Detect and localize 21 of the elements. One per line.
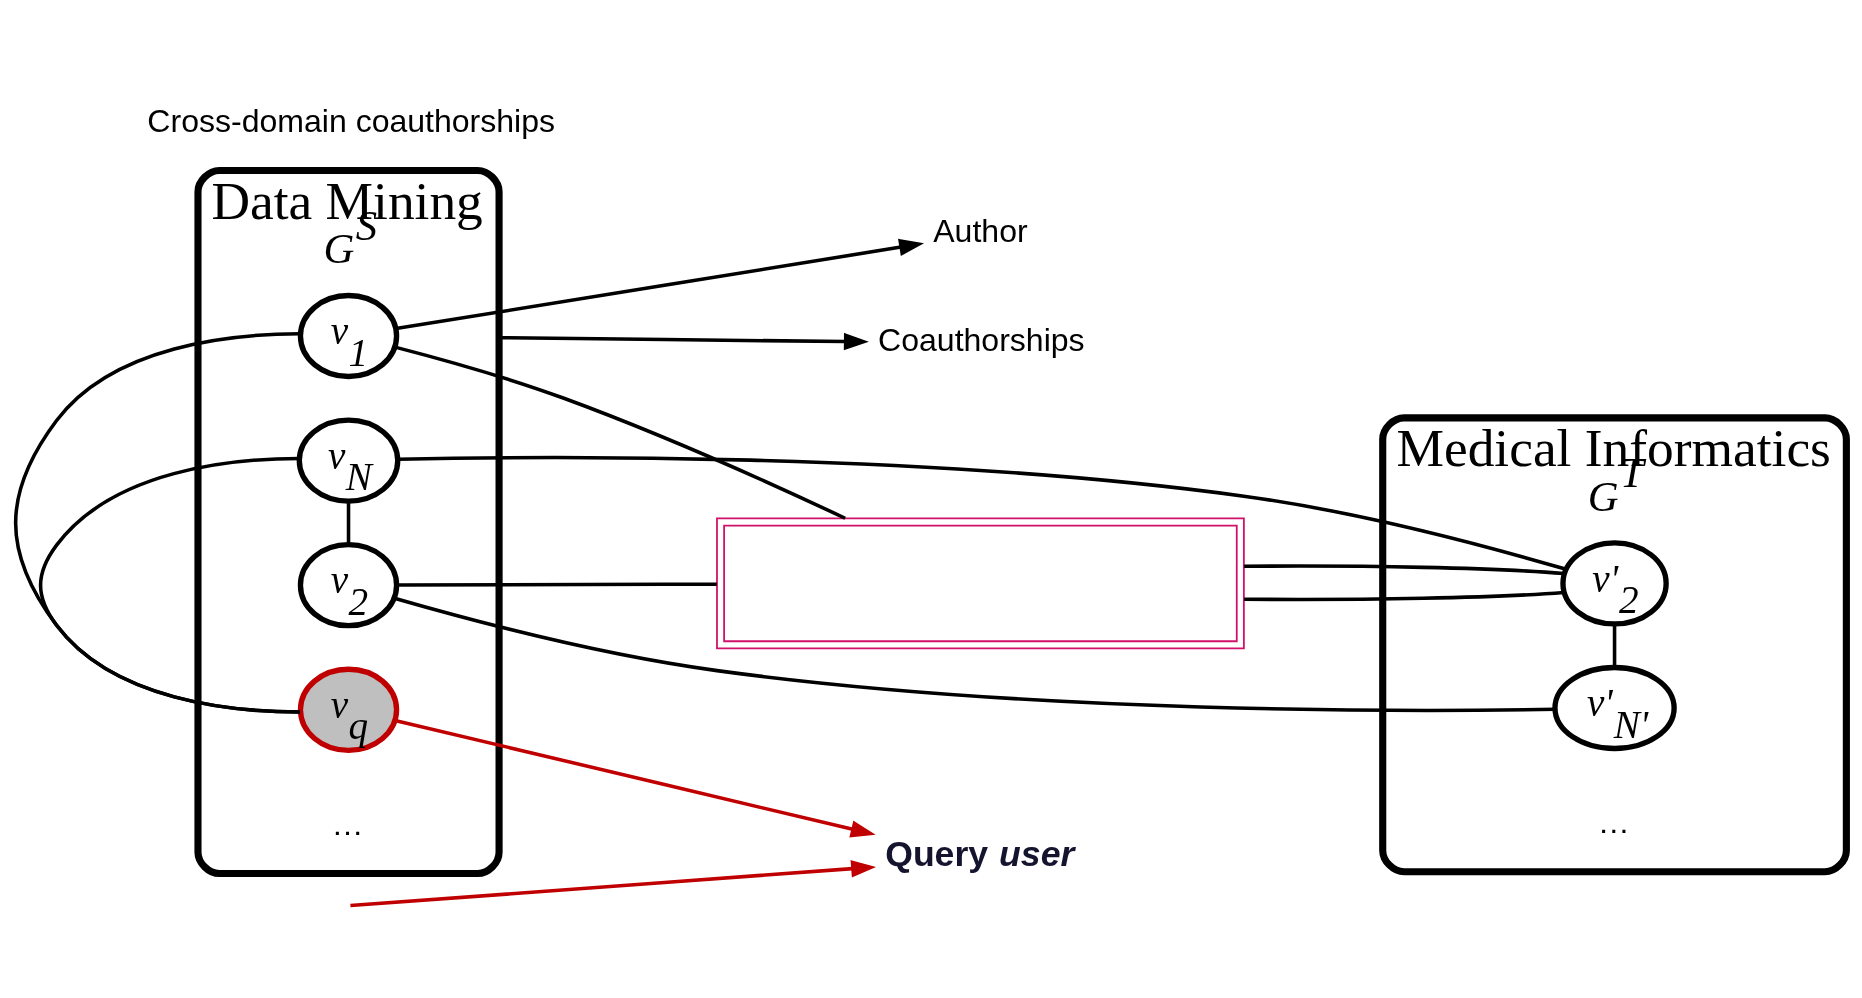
node-text: Query user: [885, 833, 1075, 874]
node-text: Author: [933, 212, 1028, 249]
connector: [397, 581, 717, 587]
arrow: [499, 332, 869, 350]
connector: [398, 455, 1567, 571]
connector: [14, 331, 301, 714]
connector: [1612, 623, 1617, 668]
label: Cross-domain coauthorships: [147, 102, 556, 139]
connector: [39, 456, 301, 714]
arrow: [395, 238, 925, 330]
connector: [1244, 563, 1565, 575]
label: …: [331, 805, 364, 842]
node-box: [716, 517, 1245, 649]
connector: [393, 596, 1556, 712]
connector: [1244, 590, 1565, 601]
node-text: Coauthorships: [878, 321, 1085, 358]
arrow: [394, 718, 876, 838]
connector: [346, 500, 351, 545]
connector: [394, 344, 846, 520]
arrow: [350, 859, 877, 907]
label: …: [1597, 803, 1630, 840]
